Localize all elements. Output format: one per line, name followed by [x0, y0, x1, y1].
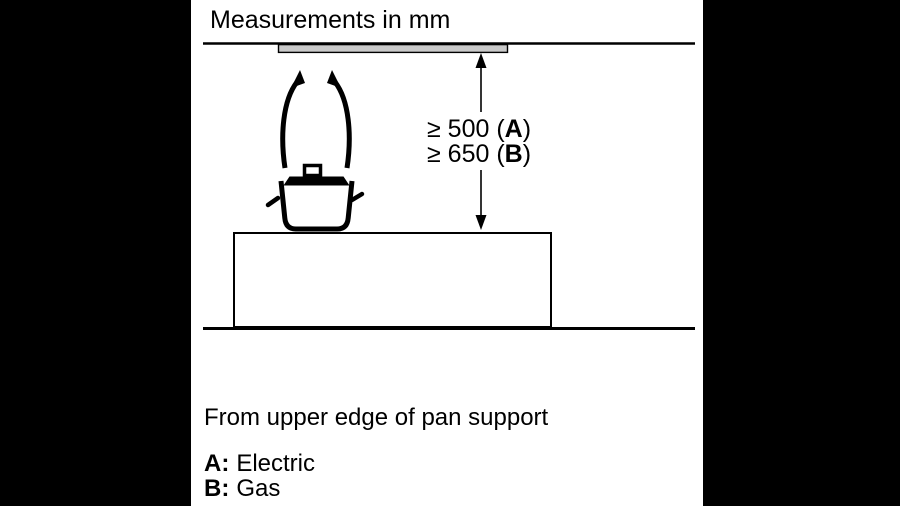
pot-body: [278, 180, 355, 232]
legend-item-gas: B:Gas: [204, 475, 281, 502]
pot-lid-knob: [302, 163, 323, 178]
diagram-canvas: Measurements in mm: [191, 0, 703, 506]
pot-lid: [283, 176, 350, 186]
page-title: Measurements in mm: [210, 6, 451, 34]
pot-handle-left: [265, 195, 281, 208]
legend-item-electric: A:Electric: [204, 450, 316, 477]
steam-arrow-right-icon: [327, 70, 352, 169]
cooking-pot-icon: [265, 163, 365, 232]
distance-label: ≥ 500 (A) ≥ 650 (B): [427, 117, 531, 167]
worktop: [233, 232, 552, 328]
distance-label-line1: ≥ 500 (A): [427, 115, 532, 143]
distance-label-line2: ≥ 650 (B): [427, 140, 532, 168]
dimension-arrow-icon: [475, 53, 487, 230]
cooker-hood-icon: [277, 43, 509, 54]
legend: A:Electric B:Gas: [204, 451, 315, 501]
steam-arrow-left-icon: [280, 70, 305, 169]
installation-diagram: [203, 42, 695, 330]
note-text: From upper edge of pan support: [204, 404, 549, 431]
steam-arrows-icon: [280, 70, 352, 169]
pot-handle-right: [349, 191, 365, 203]
